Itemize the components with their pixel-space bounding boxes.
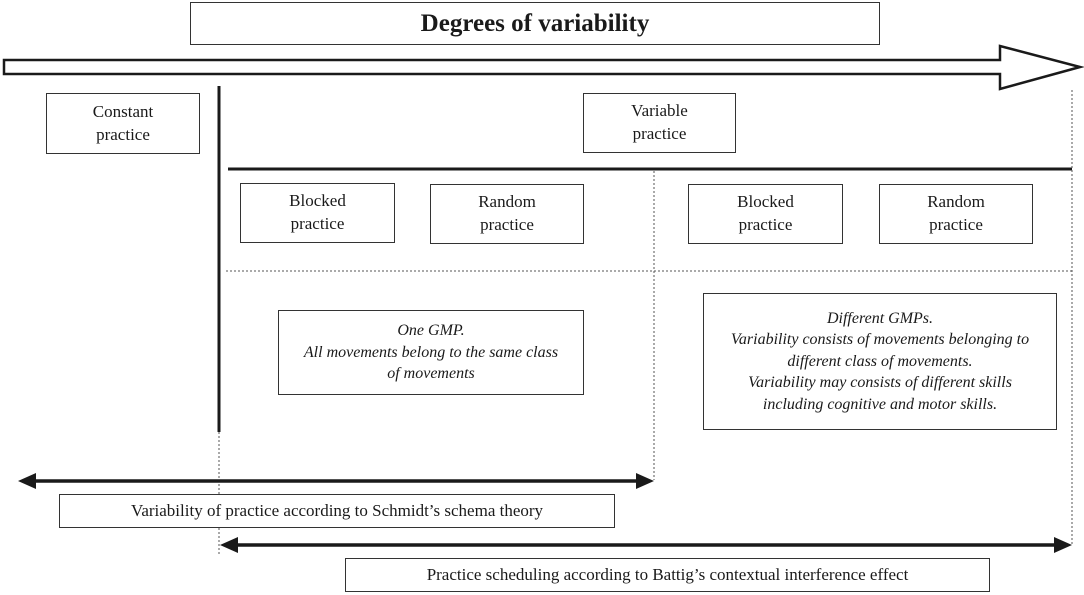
variable-practice-label: Variable practice — [631, 101, 688, 143]
left-blocked-practice-label: Blocked practice — [289, 191, 346, 233]
right-random-practice-box: Random practice — [879, 184, 1033, 244]
different-gmps-heading: Different GMPs. — [826, 309, 934, 327]
right-blocked-practice-label: Blocked practice — [737, 192, 794, 234]
battig-label: Practice scheduling according to Battig’… — [426, 564, 909, 584]
schmidt-label: Variability of practice according to Sch… — [130, 500, 544, 520]
title-box: Degrees of variability — [190, 2, 880, 45]
constant-practice-label: Constant practice — [92, 101, 154, 144]
battig-label-box: Practice scheduling according to Battig’… — [345, 558, 990, 592]
different-gmps-box: Different GMPs. Variability consists of … — [703, 293, 1057, 430]
variability-arrow — [2, 44, 1084, 91]
left-random-practice-label: Random practice — [478, 192, 536, 234]
one-gmp-description: All movements belong to the same class o… — [303, 343, 559, 383]
different-gmps-description-2: Variability may consists of different sk… — [748, 374, 1012, 413]
different-gmps-description-1: Variability consists of movements belong… — [730, 331, 1030, 370]
page-title: Degrees of variability — [420, 9, 650, 37]
one-gmp-box: One GMP. All movements belong to the sam… — [278, 310, 584, 395]
schmidt-double-arrow — [18, 473, 654, 489]
one-gmp-heading: One GMP. — [397, 322, 465, 340]
left-random-practice-box: Random practice — [430, 184, 584, 244]
right-blocked-practice-box: Blocked practice — [688, 184, 843, 244]
left-blocked-practice-box: Blocked practice — [240, 183, 395, 243]
battig-double-arrow — [220, 537, 1072, 553]
schmidt-label-box: Variability of practice according to Sch… — [59, 494, 615, 528]
constant-practice-box: Constant practice — [46, 93, 200, 154]
right-random-practice-label: Random practice — [927, 192, 985, 234]
variable-practice-box: Variable practice — [583, 93, 736, 153]
